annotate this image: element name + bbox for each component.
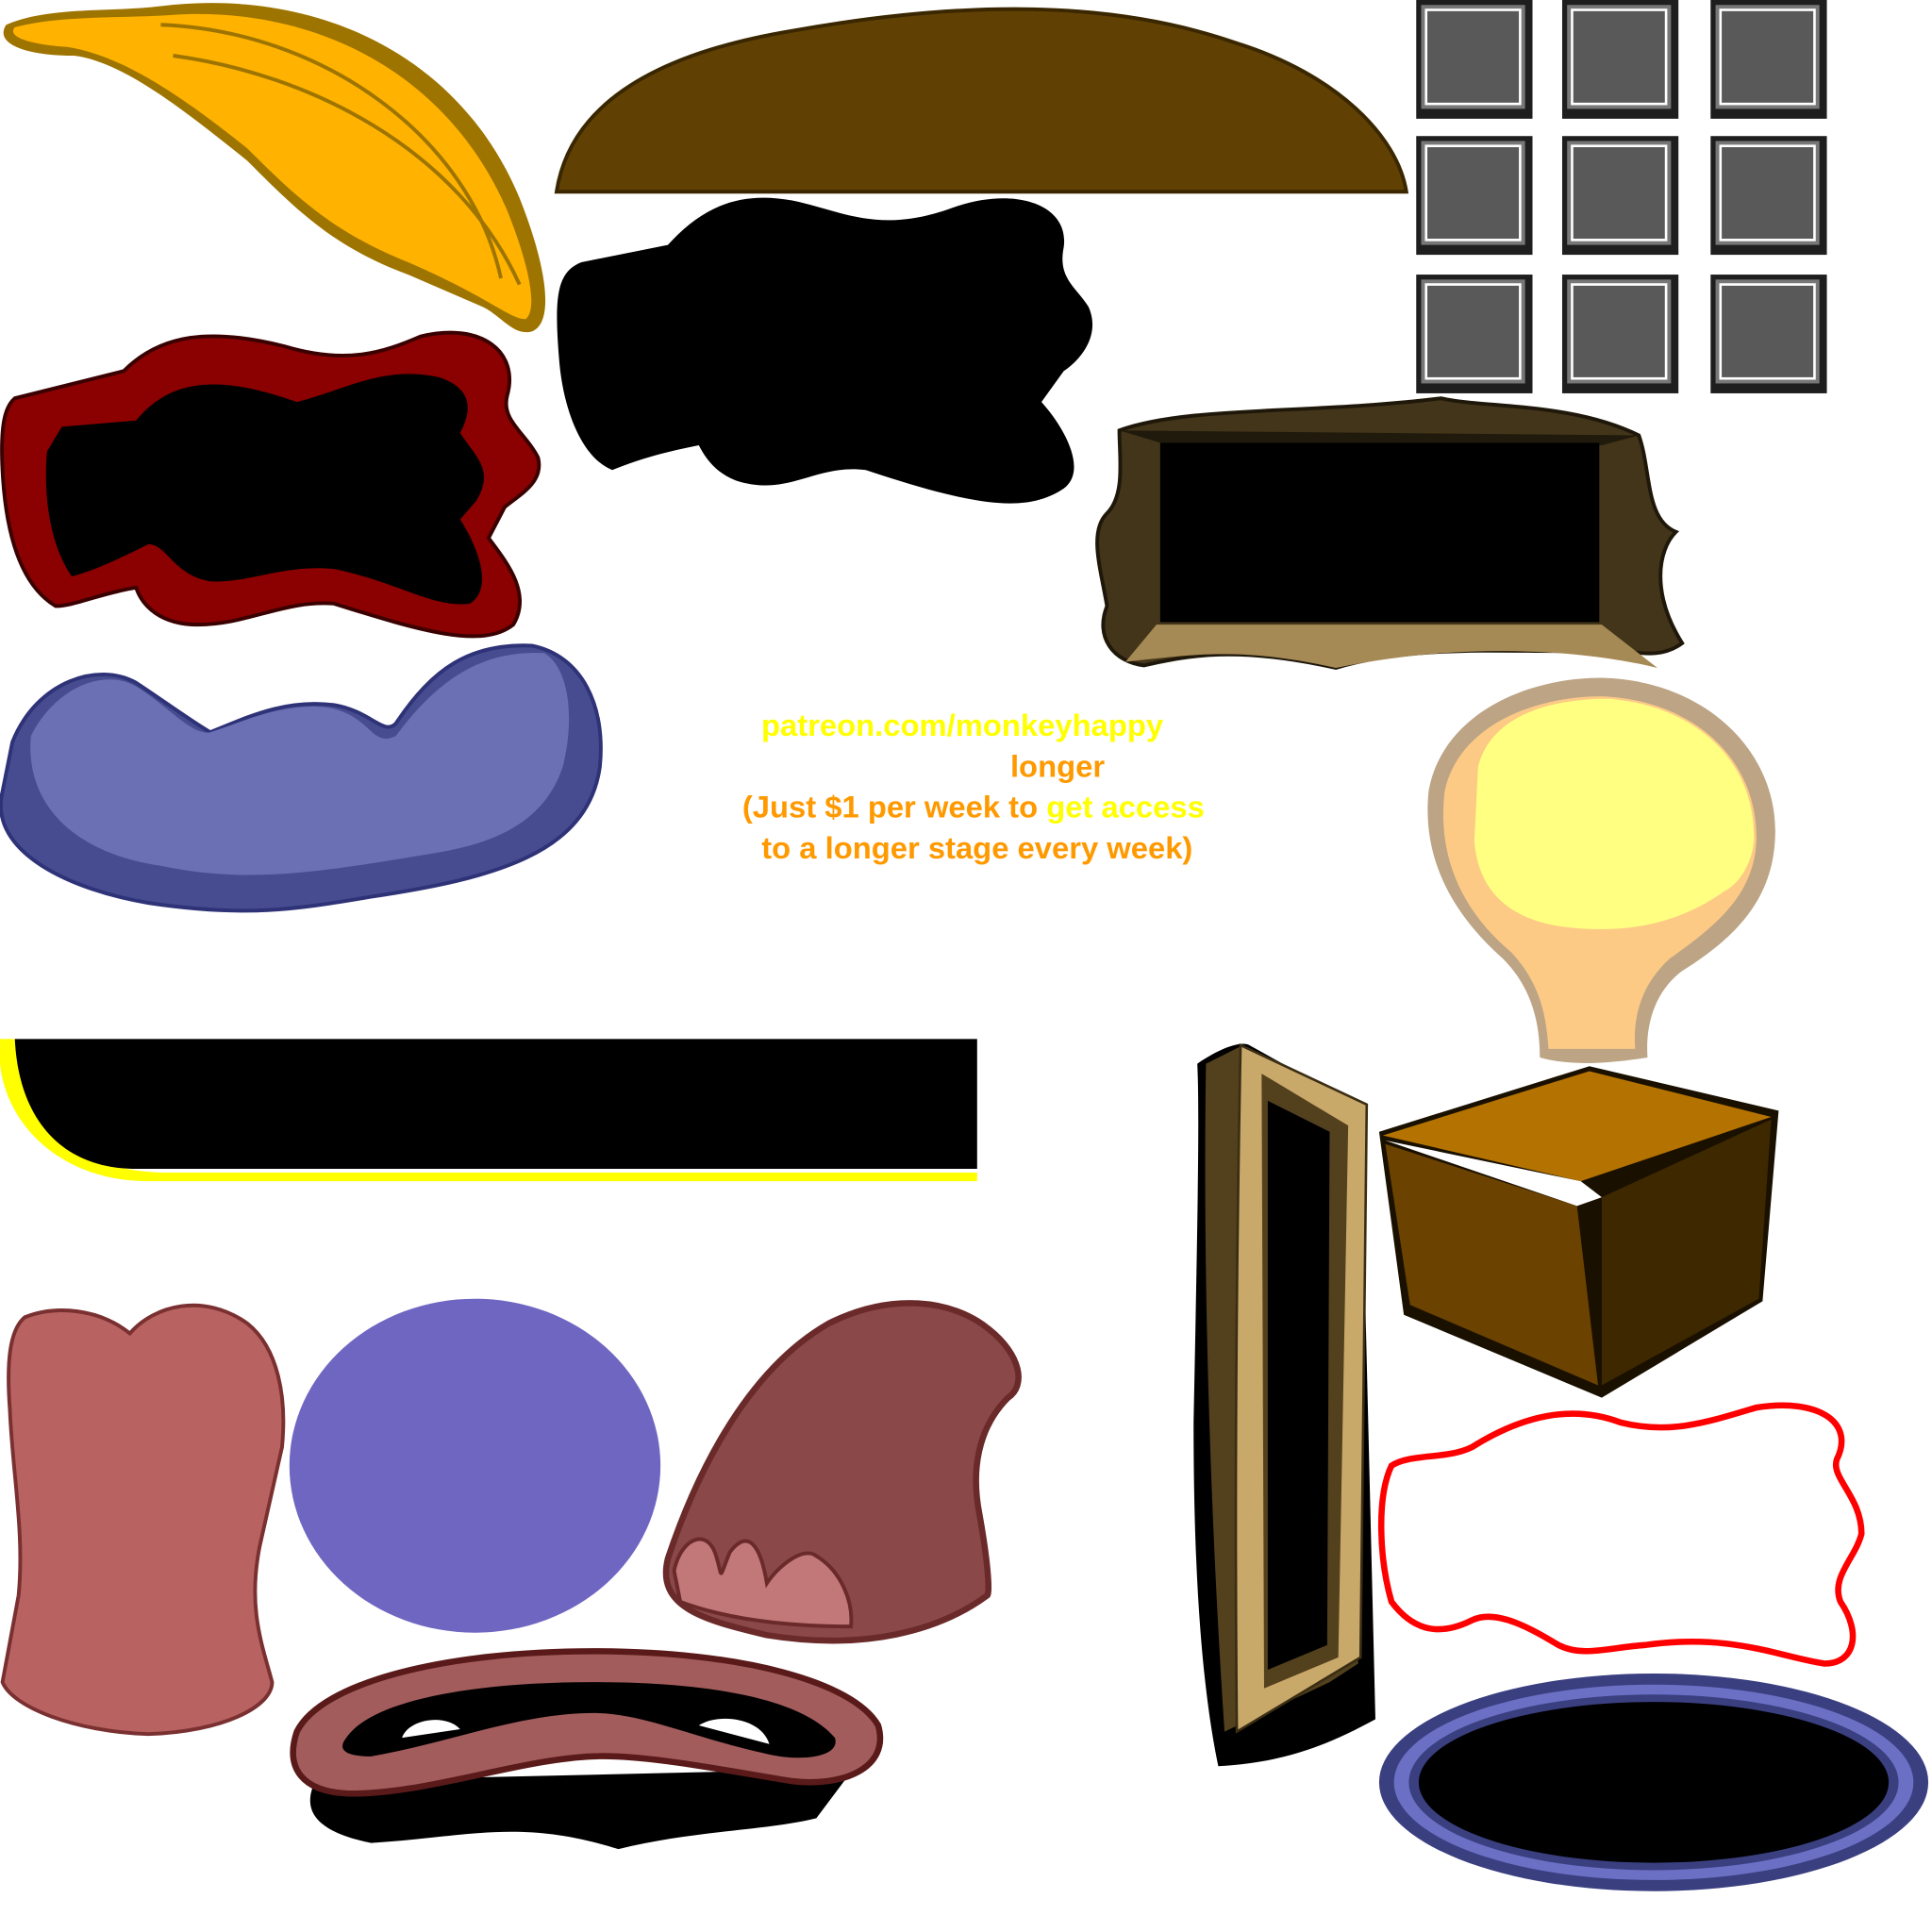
mouth-sprite xyxy=(290,1648,884,1850)
ear-sprite xyxy=(662,1300,1022,1644)
svg-text:(Just $1 per week to get acces: (Just $1 per week to get access xyxy=(742,790,1205,824)
promo-url: patreon.com/monkeyhappy xyxy=(761,708,1164,742)
brown-dome-sprite xyxy=(554,7,1409,194)
promo-text: patreon.com/monkeyhappy longer (Just $1 … xyxy=(742,708,1205,865)
promo-get-access: get access xyxy=(1046,790,1205,824)
svg-text:patreon.com/monkeyhappy: patreon.com/monkeyhappy xyxy=(761,708,1164,742)
svg-text:to a longer stage every week): to a longer stage every week) xyxy=(761,830,1192,865)
stone-tile xyxy=(1416,0,1533,119)
promo-longer: longer xyxy=(1010,748,1105,783)
stone-tile xyxy=(1416,275,1533,393)
stone-tile xyxy=(1710,0,1827,119)
black-bar-sprite xyxy=(0,1039,977,1182)
tile-grid xyxy=(1416,0,1827,393)
promo-price: (Just $1 per week to xyxy=(742,790,1046,824)
black-blob-sprite xyxy=(557,197,1093,504)
pink-body-sprite xyxy=(0,1303,286,1737)
purple-circle-sprite xyxy=(289,1298,661,1633)
stone-tile xyxy=(1561,136,1679,256)
stone-tile xyxy=(1710,275,1827,393)
wooden-frame-sprite xyxy=(1095,396,1685,671)
promo-weekly: to a longer stage every week) xyxy=(761,830,1192,865)
box-sprite xyxy=(1378,1066,1779,1398)
red-outline-shape-sprite xyxy=(1377,1402,1865,1667)
red-outline-blob-sprite xyxy=(0,330,541,639)
stone-tile xyxy=(1561,275,1679,393)
svg-text:longer: longer xyxy=(1010,748,1105,783)
portal-oval-sprite xyxy=(1378,1673,1929,1891)
bulb-sprite xyxy=(1427,677,1775,1063)
door-frame-sprite xyxy=(1193,1042,1375,1767)
stone-tile xyxy=(1561,0,1679,119)
blue-blob-sprite xyxy=(0,643,603,913)
stone-tile xyxy=(1710,136,1827,256)
banana-sprite xyxy=(3,3,546,333)
stone-tile xyxy=(1416,136,1533,256)
